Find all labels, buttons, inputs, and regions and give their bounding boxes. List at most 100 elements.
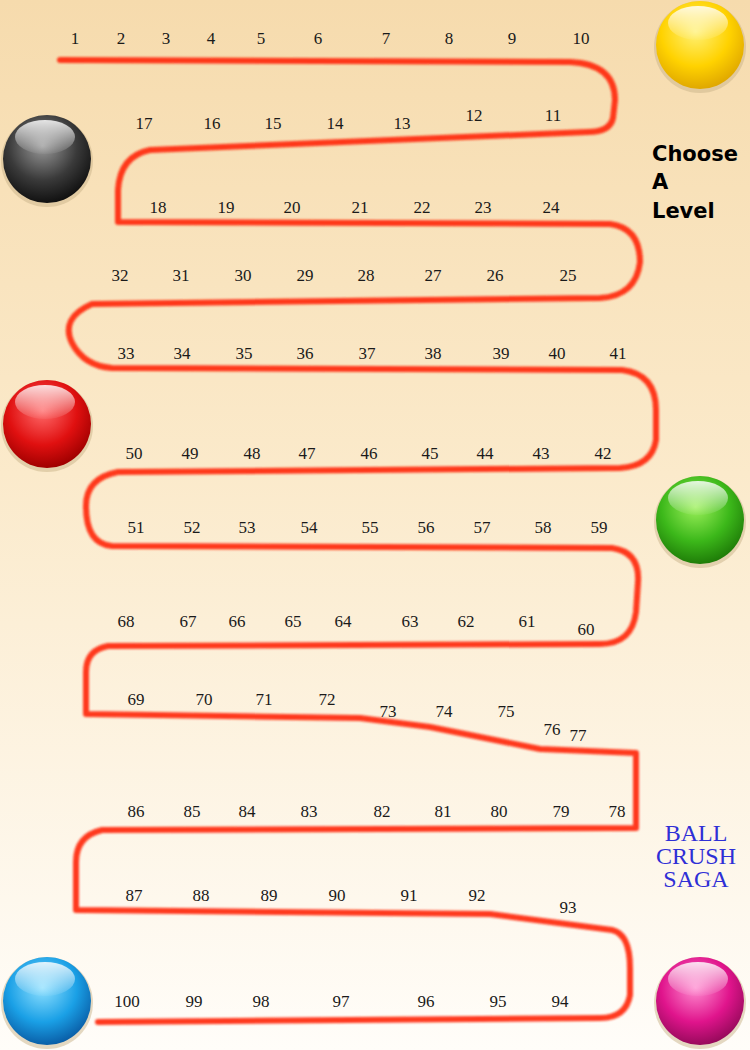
level-number: 30 [235, 267, 252, 284]
level-number: 95 [490, 993, 507, 1010]
level-number: 51 [128, 519, 145, 536]
level-number: 26 [487, 267, 504, 284]
level-number: 85 [184, 803, 201, 820]
level-number: 82 [374, 803, 391, 820]
level-number: 40 [549, 345, 566, 362]
level-number: 9 [508, 30, 517, 47]
level-number: 59 [591, 519, 608, 536]
level-number: 75 [498, 703, 515, 720]
level-number: 80 [491, 803, 508, 820]
level-number: 92 [469, 887, 486, 904]
level-number: 61 [519, 613, 536, 630]
level-number: 69 [128, 691, 145, 708]
game-title-text: BALL CRUSH SAGA [656, 822, 736, 890]
level-number: 93 [560, 899, 577, 916]
level-number: 25 [560, 267, 577, 284]
level-number: 60 [578, 621, 595, 638]
level-number: 22 [414, 199, 431, 216]
level-path [60, 60, 656, 1022]
choose-level-heading: Choose A Level [652, 140, 738, 225]
level-number: 33 [118, 345, 135, 362]
level-number: 45 [422, 445, 439, 462]
level-number: 15 [265, 115, 282, 132]
level-number: 17 [136, 115, 153, 132]
level-number: 48 [244, 445, 261, 462]
level-number: 8 [445, 30, 454, 47]
level-number: 90 [329, 887, 346, 904]
level-number: 47 [299, 445, 316, 462]
level-number: 50 [126, 445, 143, 462]
level-number: 91 [401, 887, 418, 904]
level-number: 29 [297, 267, 314, 284]
level-number: 35 [236, 345, 253, 362]
level-number: 36 [297, 345, 314, 362]
level-number: 23 [475, 199, 492, 216]
level-number: 73 [380, 703, 397, 720]
level-number: 86 [128, 803, 145, 820]
level-number: 62 [458, 613, 475, 630]
level-number: 66 [229, 613, 246, 630]
level-number: 27 [425, 267, 442, 284]
level-number: 53 [239, 519, 256, 536]
level-number: 16 [204, 115, 221, 132]
level-number: 4 [207, 30, 216, 47]
level-number: 34 [174, 345, 191, 362]
level-number: 39 [493, 345, 510, 362]
level-number: 54 [301, 519, 318, 536]
level-number: 83 [301, 803, 318, 820]
level-number: 24 [543, 199, 560, 216]
level-number: 65 [285, 613, 302, 630]
level-number: 88 [193, 887, 210, 904]
level-number: 100 [114, 993, 140, 1010]
game-title: BALL CRUSH SAGA [648, 822, 744, 890]
level-number: 55 [362, 519, 379, 536]
level-number: 41 [610, 345, 627, 362]
level-number: 74 [436, 703, 453, 720]
level-number: 70 [196, 691, 213, 708]
level-number: 97 [333, 993, 350, 1010]
level-number: 44 [477, 445, 494, 462]
level-number: 68 [118, 613, 135, 630]
level-number: 67 [180, 613, 197, 630]
level-number: 79 [553, 803, 570, 820]
level-number: 1 [71, 30, 80, 47]
level-number: 89 [261, 887, 278, 904]
level-number: 77 [570, 727, 587, 744]
level-number: 37 [359, 345, 376, 362]
level-number: 21 [352, 199, 369, 216]
level-number: 99 [186, 993, 203, 1010]
level-number: 42 [595, 445, 612, 462]
level-number: 6 [314, 30, 323, 47]
level-number: 94 [552, 993, 569, 1010]
level-number: 71 [256, 691, 273, 708]
level-number: 20 [284, 199, 301, 216]
level-number: 7 [382, 30, 391, 47]
level-number: 78 [609, 803, 626, 820]
level-number: 28 [358, 267, 375, 284]
level-number: 32 [112, 267, 129, 284]
level-number: 2 [117, 30, 126, 47]
level-number: 19 [218, 199, 235, 216]
level-number: 52 [184, 519, 201, 536]
level-number: 38 [425, 345, 442, 362]
level-number: 64 [335, 613, 352, 630]
level-number: 76 [544, 721, 561, 738]
level-number: 46 [361, 445, 378, 462]
level-number: 14 [327, 115, 344, 132]
level-number: 5 [257, 30, 266, 47]
level-number: 31 [173, 267, 190, 284]
level-number: 58 [535, 519, 552, 536]
level-number: 18 [150, 199, 167, 216]
level-number: 98 [253, 993, 270, 1010]
level-number: 56 [418, 519, 435, 536]
level-number: 72 [319, 691, 336, 708]
level-number: 81 [435, 803, 452, 820]
level-number: 63 [402, 613, 419, 630]
level-number: 49 [182, 445, 199, 462]
level-number: 87 [126, 887, 143, 904]
level-number: 84 [239, 803, 256, 820]
level-number: 57 [474, 519, 491, 536]
level-number: 3 [162, 30, 171, 47]
level-number: 96 [418, 993, 435, 1010]
